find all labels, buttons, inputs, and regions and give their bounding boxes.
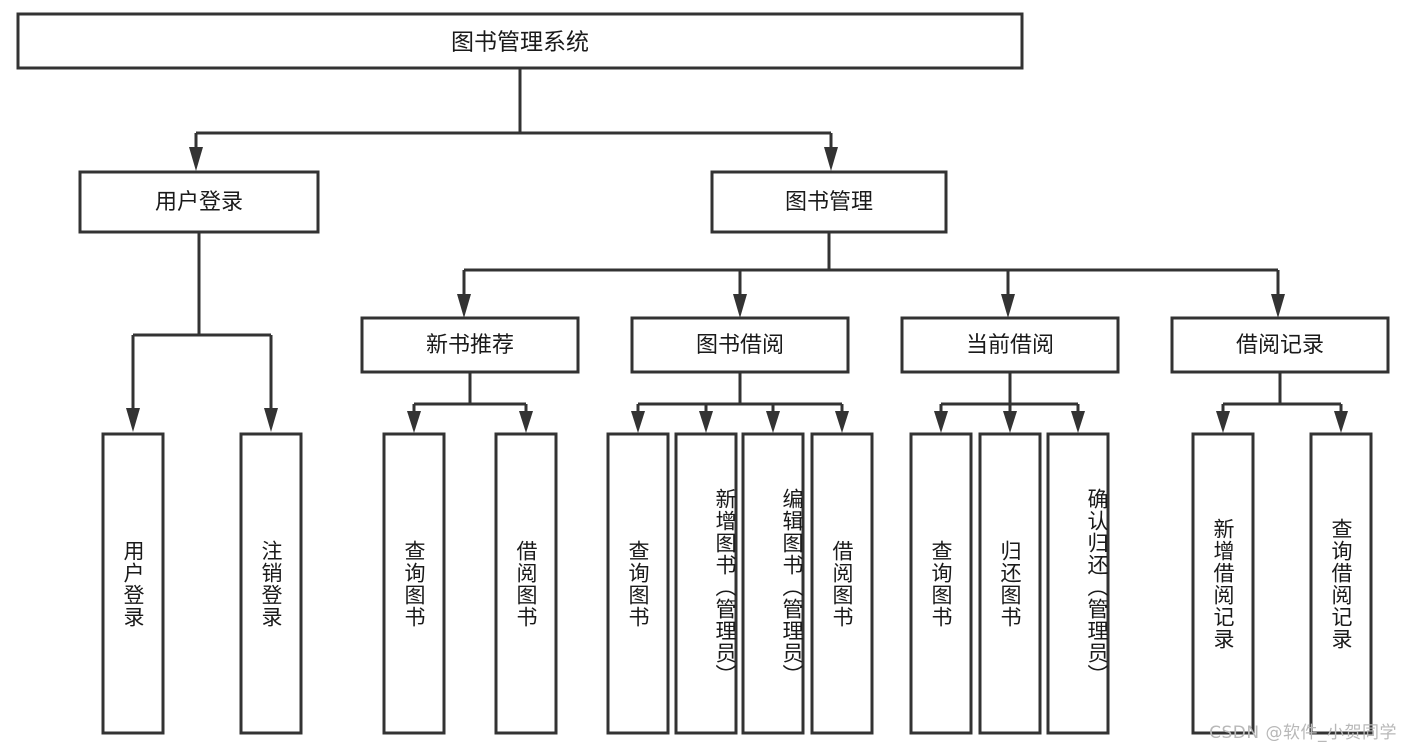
- arrowhead-user-login: [189, 147, 203, 171]
- arrowhead-br-leaf1: [1216, 411, 1230, 433]
- arrowhead-cb-leaf2: [1003, 411, 1017, 433]
- node-root[interactable]: 图书管理系统: [16, 12, 1024, 70]
- node-current-borrow-label: 当前借阅: [966, 333, 1054, 358]
- leaf-box-bb-borrow-book[interactable]: [810, 432, 874, 735]
- leaf-box-nb-borrow-book[interactable]: [494, 432, 558, 735]
- node-user-login-label: 用户登录: [155, 190, 243, 215]
- node-book-borrow[interactable]: 图书借阅: [630, 316, 850, 374]
- leaf-box-logout[interactable]: [239, 432, 303, 735]
- arrowhead-br-leaf2: [1334, 411, 1348, 433]
- arrowhead-borrow-record: [1271, 294, 1285, 318]
- arrowhead-cb-leaf3: [1071, 411, 1085, 433]
- leaf-box-nb-query-book[interactable]: [382, 432, 446, 735]
- node-new-book-recommend[interactable]: 新书推荐: [360, 316, 580, 374]
- node-borrow-record[interactable]: 借阅记录: [1170, 316, 1390, 374]
- leaf-box-user-login[interactable]: [101, 432, 165, 735]
- node-borrow-record-box[interactable]: [1170, 316, 1390, 374]
- node-user-login[interactable]: 用户登录: [78, 170, 320, 234]
- node-book-manage[interactable]: 图书管理: [710, 170, 948, 234]
- node-book-borrow-box[interactable]: [630, 316, 850, 374]
- node-new-book-recommend-box[interactable]: [360, 316, 580, 374]
- leaf-box-bb-edit-book[interactable]: [741, 432, 805, 735]
- arrowhead-bb-leaf3: [766, 411, 780, 433]
- arrowhead-bb-leaf1: [631, 411, 645, 433]
- arrowhead-nb-leaf2: [519, 411, 533, 433]
- node-new-book-recommend-label: 新书推荐: [426, 333, 514, 358]
- node-borrow-record-label: 借阅记录: [1236, 333, 1324, 358]
- leaf-box-cb-query-book[interactable]: [909, 432, 973, 735]
- arrowhead-book-borrow: [733, 294, 747, 318]
- arrowhead-new-book: [457, 294, 471, 318]
- arrowhead-current-borrow: [1001, 294, 1015, 318]
- node-current-borrow[interactable]: 当前借阅: [900, 316, 1120, 374]
- leaf-box-bb-query-book[interactable]: [606, 432, 670, 735]
- arrowhead-nb-leaf1: [407, 411, 421, 433]
- node-book-manage-label: 图书管理: [785, 190, 873, 215]
- node-book-manage-box[interactable]: [710, 170, 948, 234]
- node-current-borrow-box[interactable]: [900, 316, 1120, 374]
- arrowhead-bb-leaf2: [699, 411, 713, 433]
- arrowhead-book-manage: [824, 147, 838, 171]
- arrowhead-cb-leaf1: [934, 411, 948, 433]
- arrowhead-leaf-logout: [264, 408, 278, 432]
- leaf-box-cb-confirm-return[interactable]: [1046, 432, 1110, 735]
- arrowhead-bb-leaf4: [835, 411, 849, 433]
- node-root-box[interactable]: [16, 12, 1024, 70]
- leaf-box-br-query-record[interactable]: [1309, 432, 1373, 735]
- node-book-borrow-label: 图书借阅: [696, 333, 784, 358]
- leaf-box-br-add-record[interactable]: [1191, 432, 1255, 735]
- node-root-label: 图书管理系统: [451, 30, 589, 56]
- leaf-box-cb-return-book[interactable]: [978, 432, 1042, 735]
- leaf-box-bb-add-book[interactable]: [674, 432, 738, 735]
- arrowhead-leaf-user-login: [126, 408, 140, 432]
- watermark-text: CSDN @软件_小贺同学: [1209, 723, 1397, 743]
